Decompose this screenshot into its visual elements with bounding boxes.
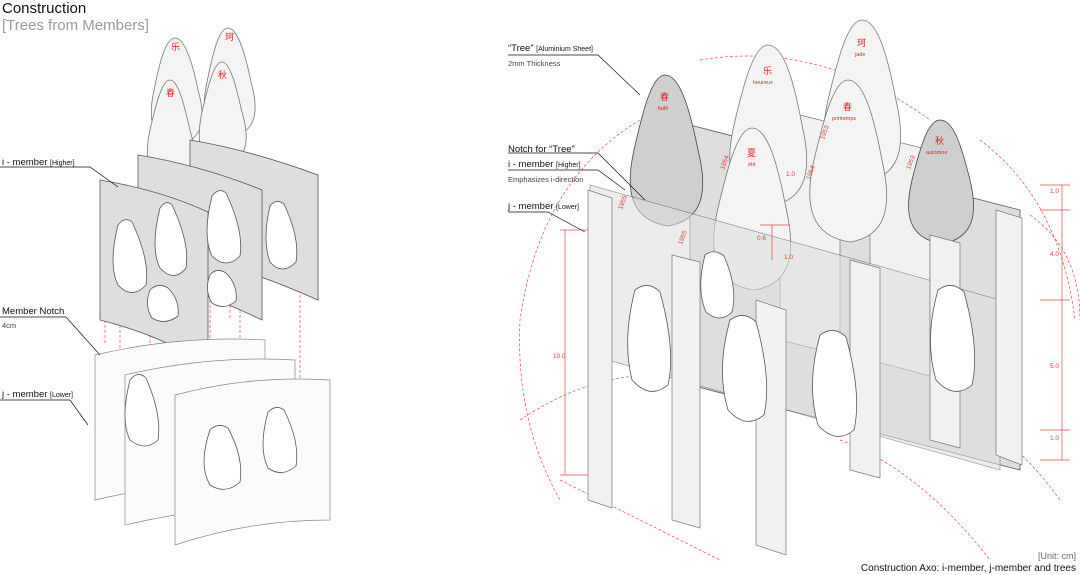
tag-joy-glyph: 乐: [763, 65, 772, 77]
right-assembled-axo: [508, 19, 1080, 561]
tag-spring-b-glyph: 春: [843, 101, 852, 113]
label-member-notch: Member Notch: [2, 306, 65, 317]
label-i-member-note: Emphasizes i-direction: [508, 175, 584, 184]
left-trees: 乐 珂 春 秋: [146, 27, 256, 184]
member-year: 1953: [905, 154, 917, 170]
unit-note: [Unit: cm]: [1037, 551, 1076, 561]
dim-bottom: 1.0: [1050, 435, 1059, 442]
left-exploded-axo: 乐 珂 春 秋: [0, 27, 331, 546]
dimension-lines: [560, 184, 1070, 476]
figure-caption: Construction Axo: i-member, j-member and…: [860, 563, 1076, 574]
tree-tags: 春 faith 乐 heureux 珂 jade 春 printemps 夏 é…: [658, 38, 947, 168]
label-member-notch-size: 4cm: [2, 321, 17, 330]
tag-spring-a-glyph: 春: [660, 91, 669, 103]
tag-summer-name: été: [748, 162, 756, 168]
tag-jade-glyph: 珂: [857, 38, 866, 49]
label-i-member-right: i - member [Higher]: [508, 159, 581, 170]
front-panels: [587, 184, 1023, 556]
dim-top: 1.0: [1050, 188, 1059, 195]
label-j-member-right: j - member [Lower]: [508, 201, 580, 212]
svg-text:春: 春: [166, 87, 175, 99]
member-year: 1955: [677, 229, 689, 245]
label-i-member-left: i - member [Higher]: [2, 157, 75, 168]
label-tree-thickness: 2mm Thickness: [508, 59, 561, 68]
dimension-labels: 1.0 4.0 5.0 1.0 10.0 0.6 1.0 1.0: [553, 171, 1059, 442]
left-i-members: [99, 139, 319, 366]
member-year: 1954: [805, 164, 817, 180]
tag-spring-a-name: faith: [658, 106, 668, 112]
dim-lower: 5.0: [1050, 363, 1059, 370]
dim-height: 10.0: [553, 353, 566, 360]
tag-spring-b-name: printemps: [832, 116, 856, 122]
member-year: 1955: [617, 194, 629, 210]
tag-autumn-glyph: 秋: [935, 135, 944, 147]
tag-summer-glyph: 夏: [747, 148, 756, 159]
tag-autumn-name: automne: [926, 150, 947, 156]
left-j-members: [94, 338, 331, 546]
page-subtitle: [Trees from Members]: [2, 17, 149, 34]
dim-notch-width: 0.6: [757, 235, 766, 242]
label-notch-for-tree: Notch for “Tree”: [508, 144, 575, 155]
member-year: 1954: [719, 154, 731, 170]
dim-top-small: 1.0: [786, 171, 795, 178]
dim-upper: 4.0: [1050, 251, 1059, 258]
member-years: 1955 1954 1953 1954 1953 1955: [617, 124, 917, 245]
label-j-member-left: j - member [Lower]: [2, 389, 74, 400]
svg-text:秋: 秋: [218, 69, 227, 81]
tag-jade-name: jade: [854, 52, 865, 58]
label-tree: “Tree” [Aluminium Sheet]: [508, 43, 593, 54]
svg-text:乐: 乐: [171, 41, 180, 53]
tag-joy-name: heureux: [753, 80, 773, 86]
page-title: Construction: [2, 0, 87, 17]
member-year: 1953: [819, 124, 831, 140]
svg-text:珂: 珂: [225, 32, 234, 43]
dim-notch-height: 1.0: [784, 254, 793, 261]
tree-spring-b: [809, 79, 888, 243]
